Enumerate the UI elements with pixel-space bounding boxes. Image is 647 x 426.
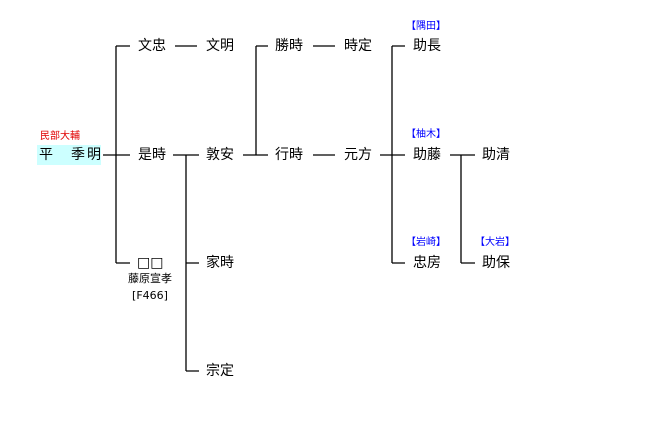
person-ietoki: 家時 — [206, 255, 234, 271]
person-sukefuji: 助藤 — [413, 147, 441, 163]
person-yukitoki: 行時 — [275, 147, 303, 163]
person-tadafusa: 忠房 — [413, 255, 441, 271]
unknown-note-id: [F466] — [132, 289, 168, 302]
person-unknown: □□ — [137, 255, 164, 271]
root-person: 平 季明 — [39, 147, 103, 163]
unknown-note-name: 藤原宣孝 — [128, 272, 172, 285]
person-sukeyasu: 助保 — [482, 255, 510, 271]
root-title: 民部大輔 — [40, 131, 80, 142]
person-munesada: 宗定 — [206, 363, 234, 379]
clan-sukeyasu: 【大岩】 — [475, 237, 515, 248]
root-highlight — [37, 145, 101, 165]
person-koretoki: 是時 — [138, 147, 166, 163]
person-bunmei: 文明 — [206, 38, 234, 54]
person-sukekiyo: 助清 — [482, 147, 510, 163]
clan-sukefuji: 【柚木】 — [406, 129, 446, 140]
person-sukenaga: 助長 — [413, 38, 441, 54]
clan-tadafusa: 【岩崎】 — [406, 237, 446, 248]
person-bunchu: 文忠 — [138, 38, 166, 54]
clan-sukenaga: 【隅田】 — [406, 21, 446, 32]
person-atsuyasu: 敦安 — [206, 147, 234, 163]
person-katsutoki: 勝時 — [275, 38, 303, 54]
person-motokata: 元方 — [344, 147, 372, 163]
person-tokisada: 時定 — [344, 38, 372, 54]
